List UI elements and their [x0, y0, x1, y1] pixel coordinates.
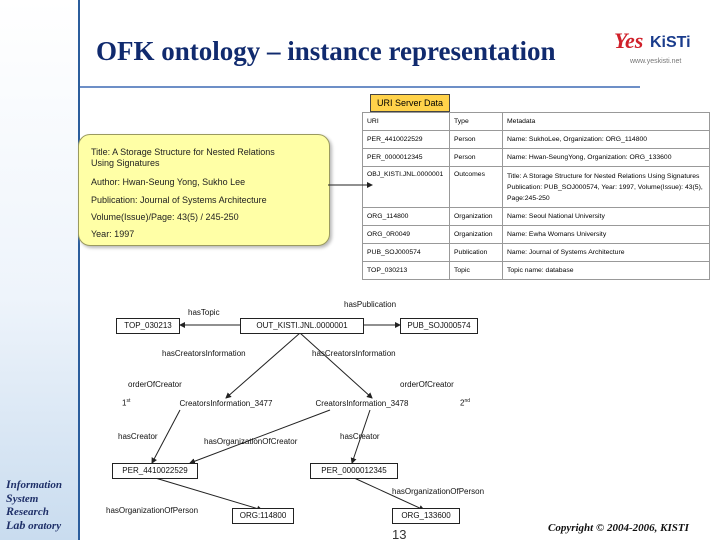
table-row: PER_0000012345 Person Name: Hwan-SeungYo… [362, 148, 710, 167]
sidebar-divider [78, 0, 80, 540]
lab-word-research: esearch [14, 506, 49, 518]
node-person-4410022529: PER_4410022529 [112, 463, 198, 479]
lab-letter-i: I [6, 477, 11, 491]
edge-org-person-right [351, 476, 425, 511]
title-rule [80, 86, 640, 88]
logo-kisti-text: KiSTi [650, 34, 691, 51]
node-outcome: OUT_KISTI.JNL.0000001 [240, 318, 364, 334]
edge-has-creator-left [151, 409, 181, 464]
table-row: PER_4410022529 Person Name: SukhoLee, Or… [362, 130, 710, 149]
slide-title: OFK ontology – instance representation [96, 36, 556, 66]
lab-letter-r: R [6, 504, 15, 518]
page-number: 13 [392, 527, 407, 542]
edge-org-of-creator [189, 409, 331, 465]
metadata-publication-line: Publication: PUB_SOJ000574, Year: 1997, … [507, 183, 703, 202]
note-year: Year: 1997 [91, 229, 135, 239]
note-volume: Volume(Issue)/Page: 43(5) / 245-250 [91, 212, 239, 222]
edge-creators-right [299, 332, 373, 399]
order-first-suffix: st [126, 398, 131, 404]
node-creators-info-3477: CreatorsInformation_3477 [179, 399, 273, 408]
edge-label-has-topic: hasTopic [188, 308, 220, 317]
edge-label-has-creator-left: hasCreator [118, 432, 158, 441]
kisti-logo: Yes KiSTi www.yeskisti.net [612, 26, 712, 74]
order-second-suffix: nd [464, 398, 471, 404]
node-creators-info-3478: CreatorsInformation_3478 [315, 399, 409, 408]
order-first-label: 1st [122, 398, 130, 408]
uri-server-label: URI Server Data [370, 94, 450, 112]
edge-label-has-publication: hasPublication [344, 300, 397, 309]
lab-word-information: nformation [10, 479, 63, 491]
edge-label-org-person-right: hasOrganizationOfPerson [392, 487, 485, 496]
lab-word-system: ystem [12, 492, 39, 505]
metadata-title-line: Title: A Storage Structure for Nested Re… [507, 172, 700, 180]
table-header-row: URI Type Metadata [362, 112, 710, 131]
edge-label-order-left: orderOfCreator [128, 380, 182, 389]
order-first-number: 1 [122, 398, 127, 408]
table-row: OBJ_KISTI.JNL.0000001 Outcomes Title: A … [362, 166, 710, 208]
copyright-text: Copyright © 2004-2006, KISTI [548, 522, 689, 534]
table-row: PUB_SOJ000574 Publication Name: Journal … [362, 243, 710, 262]
edge-label-creators-right: hasCreatorsInformation [312, 349, 396, 358]
table-cell: Topic name: database [502, 261, 710, 280]
logo-url-text: www.yeskisti.net [630, 58, 682, 65]
edge-label-order-right: orderOfCreator [400, 380, 454, 389]
node-org-133600: ORG_133600 [392, 508, 460, 524]
node-person-0000012345: PER_0000012345 [310, 463, 398, 479]
sidebar-gradient [0, 0, 78, 540]
table-row: ORG_114800 Organization Name: Seoul Nati… [362, 207, 710, 226]
metadata-note: Title: A Storage Structure for Nested Re… [78, 134, 330, 246]
table-cell: OBJ_KISTI.JNL.0000001 [362, 166, 450, 208]
lab-word-oratory: oratory [25, 519, 62, 532]
node-org-114800: ORG:114800 [232, 508, 294, 524]
uri-server-table: URI Type Metadata PER_4410022529 Person … [362, 112, 710, 280]
edge-label-org-person-left: hasOrganizationOfPerson [106, 506, 199, 515]
node-publication: PUB_SOJ000574 [400, 318, 478, 334]
lab-letter-lab: Lab [6, 517, 26, 532]
lab-letter-s: S [6, 490, 13, 505]
note-title-line2: Using Signatures [91, 158, 160, 168]
edge-creators-left [225, 332, 301, 399]
order-second-label: 2nd [460, 398, 470, 408]
logo-yes-text: Yes [614, 28, 644, 53]
edge-label-has-creator-right: hasCreator [340, 432, 380, 441]
table-row: ORG_0R0049 Organization Name: Ewha Woman… [362, 225, 710, 244]
table-cell: Outcomes [449, 166, 503, 208]
edge-label-org-of-creator: hasOrganizationOfCreator [204, 437, 298, 446]
table-cell-multiline: Title: A Storage Structure for Nested Re… [502, 166, 710, 208]
note-author: Author: Hwan-Seung Yong, Sukho Lee [91, 177, 246, 187]
note-title-line1: Title: A Storage Structure for Nested Re… [91, 147, 275, 157]
edge-has-creator-right [350, 409, 371, 464]
edge-org-person-left [151, 476, 263, 512]
order-second-number: 2 [460, 398, 465, 408]
edge-label-creators-left: hasCreatorsInformation [162, 349, 246, 358]
note-publication: Publication: Journal of Systems Architec… [91, 195, 267, 205]
lab-acronym: Information System Research Lab oratory [6, 478, 62, 532]
node-topic: TOP_030213 [116, 318, 180, 334]
table-row: TOP_030213 Topic Topic name: database [362, 261, 710, 280]
